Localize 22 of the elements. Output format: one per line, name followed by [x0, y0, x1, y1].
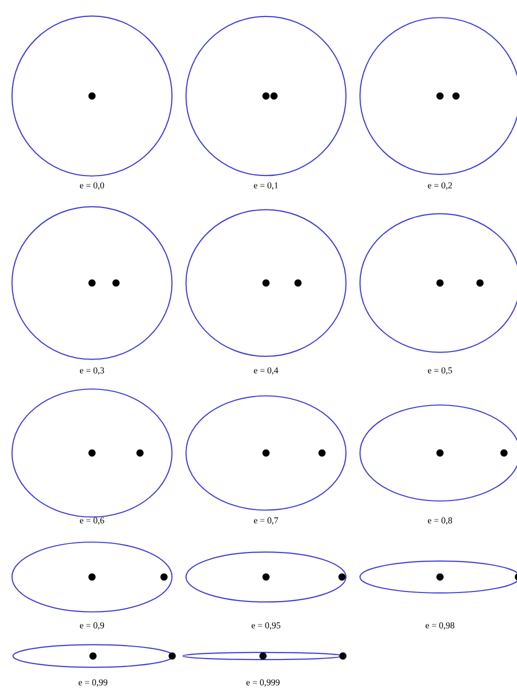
ellipse [185, 16, 347, 176]
eccentricity-label: e = 0,1 [254, 182, 278, 190]
eccentricity-label: e = 0,0 [80, 182, 104, 190]
ellipse [185, 209, 347, 357]
eccentricity-label: e = 0,3 [80, 367, 104, 375]
eccentricity-label: e = 0,99 [78, 679, 108, 687]
eccentricity-label: e = 0,8 [428, 517, 452, 525]
ellipse [185, 395, 347, 511]
ellipse [11, 542, 173, 612]
eccentricity-label: e = 0,5 [428, 367, 452, 375]
eccentricity-label: e = 0,9 [80, 622, 104, 630]
eccentricity-label: e = 0,6 [80, 517, 104, 525]
eccentricity-label: e = 0,7 [254, 517, 278, 525]
eccentricity-label: e = 0,999 [246, 679, 280, 687]
ellipse [11, 388, 173, 518]
eccentricity-label: e = 0,98 [426, 622, 454, 630]
ellipse [11, 206, 173, 360]
ellipse [185, 551, 347, 603]
eccentricity-label: e = 0,4 [254, 367, 278, 375]
ellipse [11, 15, 173, 177]
eccentricity-label: e = 0,2 [428, 182, 452, 190]
eccentricity-label: e = 0,95 [252, 622, 280, 630]
